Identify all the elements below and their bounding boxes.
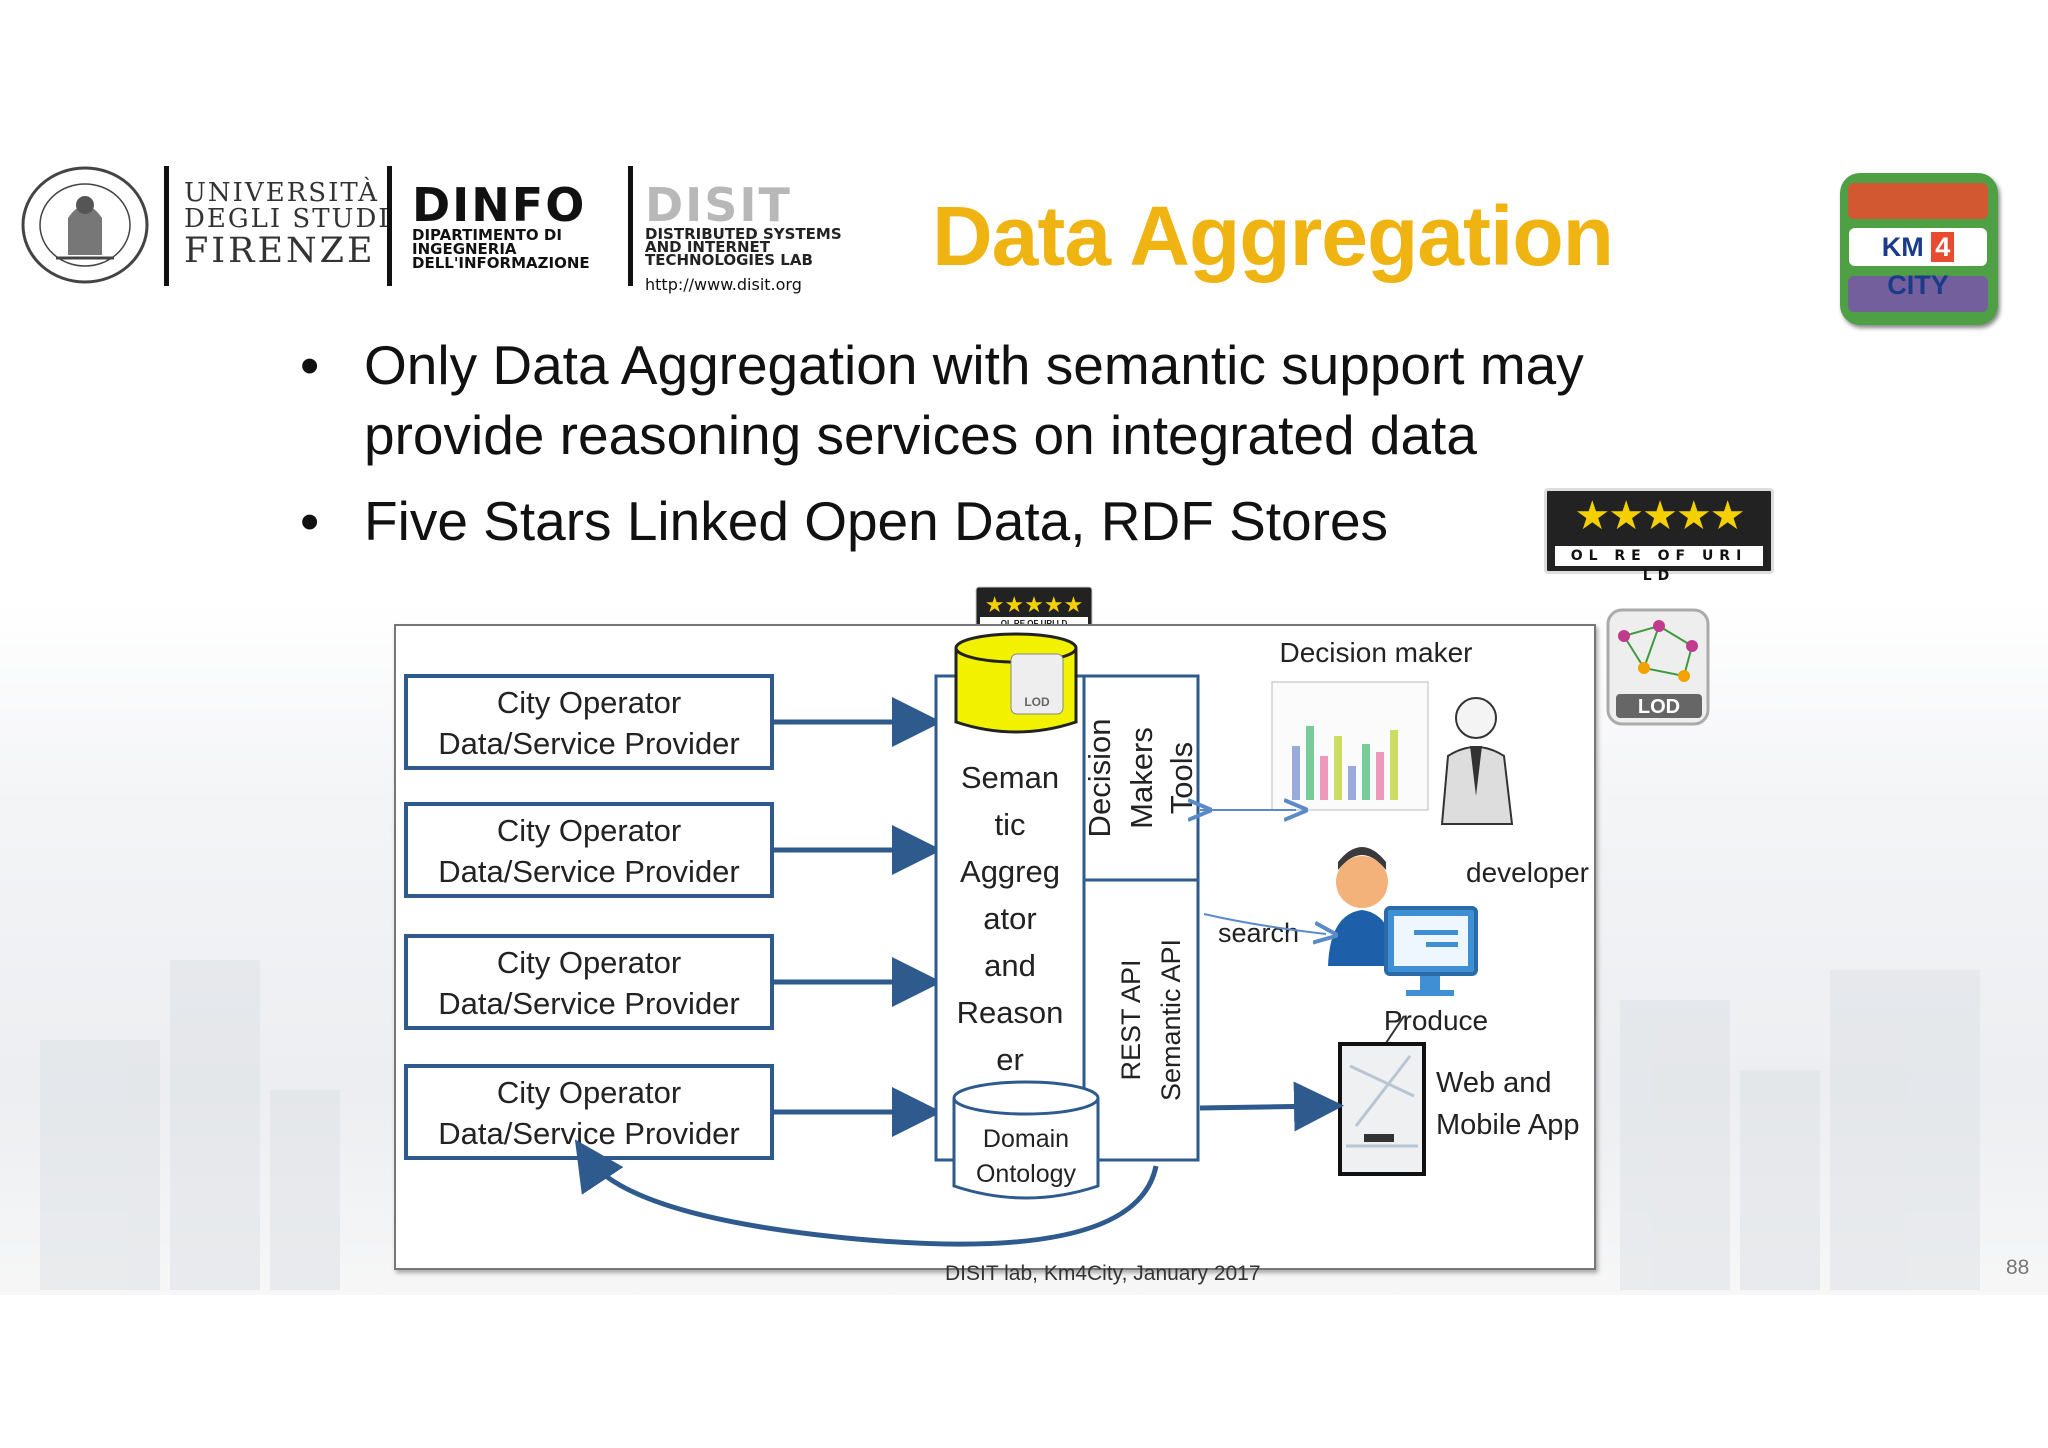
produce-label: Produce <box>1384 1005 1488 1036</box>
disit-logo: DISIT DISTRIBUTED SYSTEMS AND INTERNET T… <box>645 182 842 294</box>
tools-text: Decision <box>1082 719 1117 838</box>
star-labels: OL RE OF URI LD <box>1555 546 1763 584</box>
bullet-text: provide reasoning services on integrated… <box>364 404 1477 466</box>
disit-subtitle: AND INTERNET <box>645 238 771 256</box>
provider-box: City Operator Data/Service Provider <box>404 934 774 1030</box>
api-to-app-arrow <box>1199 1081 1344 1132</box>
five-star-lod-badge: ★★★★★ OL RE OF URI LD <box>1544 488 1774 584</box>
disit-title: DISIT <box>645 178 792 232</box>
page-number: 88 <box>2006 1256 2030 1279</box>
semantic-api-label: REST API Semantic API <box>1116 939 1186 1101</box>
provider-box: City Operator Data/Service Provider <box>404 674 774 770</box>
slide-bottom-band <box>0 1295 2048 1448</box>
decision-maker-chart-icon <box>1271 681 1429 811</box>
lod-database-icon: LOD <box>954 632 1078 734</box>
semantic-api-box <box>1082 878 1200 1162</box>
search-label: search <box>1218 918 1299 948</box>
aggregator-text: tic <box>995 807 1026 842</box>
logo-separator <box>387 166 392 286</box>
provider-label: Data/Service Provider <box>438 854 740 889</box>
produce-arrow <box>1383 1015 1405 1047</box>
km4city-icon-row <box>1848 183 1988 219</box>
mobile-app-map-icon <box>1338 1042 1426 1176</box>
provider-label: Data/Service Provider <box>438 986 740 1021</box>
dinfo-subtitle: DELL'INFORMAZIONE <box>412 254 590 272</box>
developer-icon <box>1328 847 1478 996</box>
api-text: Semantic API <box>1156 939 1186 1101</box>
stars-icon: ★★★★★ <box>1574 493 1745 539</box>
domain-ontology-icon: Domain Ontology <box>952 1080 1100 1200</box>
webapp-label: Web and <box>1436 1067 1552 1099</box>
search-arrow <box>1203 913 1326 934</box>
provider-label: Data/Service Provider <box>438 726 740 761</box>
university-line-2: DEGLI STUDI <box>184 204 391 234</box>
km4city-logo: KM 4 CITY <box>1840 173 1998 325</box>
provider-box: City Operator Data/Service Provider <box>404 1064 774 1160</box>
bullet-list: • Only Data Aggregation with semantic su… <box>300 330 1720 556</box>
bullet-item: • Five Stars Linked Open Data, RDF Store… <box>300 486 1720 556</box>
tools-text: Tools <box>1164 742 1199 814</box>
developer-label: developer <box>1466 857 1589 888</box>
ontology-label: Ontology <box>976 1160 1077 1188</box>
logo-separator <box>164 166 169 286</box>
webapp-label: Mobile App <box>1436 1109 1580 1141</box>
university-line-1: UNIVERSITÀ <box>184 178 380 208</box>
bullet-item: • Only Data Aggregation with semantic su… <box>300 330 1720 470</box>
decision-tools-box <box>1082 674 1200 882</box>
provider-label: City Operator <box>497 813 681 848</box>
provider-label: City Operator <box>497 685 681 720</box>
aggregator-text: Seman <box>961 760 1059 795</box>
dinfo-title: DINFO <box>412 178 587 232</box>
slide-title: Data Aggregation <box>932 189 1614 283</box>
api-text: REST API <box>1116 959 1146 1080</box>
aggregator-text: ator <box>983 901 1036 936</box>
star-labels: OL RE OF URI LD <box>1001 619 1068 628</box>
provider-label: Data/Service Provider <box>438 1116 740 1151</box>
provider-box: City Operator Data/Service Provider <box>404 802 774 898</box>
km4city-label: KM 4 CITY <box>1849 228 1987 300</box>
aggregator-label: Seman tic Aggreg ator and Reason er <box>957 760 1064 1077</box>
dinfo-subtitle: INGEGNERIA <box>412 240 517 258</box>
city-skyline-decoration <box>0 880 2048 1290</box>
lod-logo-text: LOD <box>1638 696 1680 718</box>
logo-separator <box>628 166 633 286</box>
dinfo-subtitle: DIPARTIMENTO DI <box>412 226 562 244</box>
university-seal-logo <box>21 166 149 284</box>
disit-subtitle: TECHNOLOGIES LAB <box>645 251 813 269</box>
semantic-aggregator-box <box>934 674 1086 1162</box>
aggregator-text: and <box>984 948 1036 983</box>
decision-tools-label: Decision Makers Tools <box>1082 719 1199 838</box>
data-flow-arrows <box>774 697 942 1137</box>
university-line-3: FIRENZE <box>184 231 376 271</box>
tools-text: Makers <box>1124 727 1159 829</box>
bullet-text: Five Stars Linked Open Data, RDF Stores <box>364 490 1389 552</box>
ontology-label: Domain <box>983 1125 1069 1153</box>
provider-label: City Operator <box>497 1075 681 1110</box>
architecture-diagram: City Operator Data/Service Provider City… <box>394 624 1596 1270</box>
stars-icon: ★★★★★ <box>985 592 1084 617</box>
provider-label: City Operator <box>497 945 681 980</box>
aggregator-text: Aggreg <box>960 854 1060 889</box>
businessman-icon <box>1440 697 1514 825</box>
university-name-logo: UNIVERSITÀ DEGLI STUDI FIRENZE <box>184 180 391 270</box>
bullet-text: Only Data Aggregation with semantic supp… <box>364 334 1584 396</box>
lod-badge-text: LOD <box>1024 695 1050 709</box>
disit-url: http://www.disit.org <box>645 275 802 294</box>
feedback-arrow <box>574 1139 1159 1247</box>
km4city-icon-row <box>1848 276 1988 312</box>
dinfo-logo: DINFO DIPARTIMENTO DI INGEGNERIA DELL'IN… <box>412 178 590 272</box>
aggregator-text: Reason <box>957 995 1064 1030</box>
slide-footer: DISIT lab, Km4City, January 2017 <box>945 1262 1261 1285</box>
disit-subtitle: DISTRIBUTED SYSTEMS <box>645 225 842 243</box>
decision-maker-label: Decision maker <box>1280 637 1473 668</box>
aggregator-text: er <box>996 1042 1024 1077</box>
lod-logo: LOD <box>1606 608 1710 726</box>
